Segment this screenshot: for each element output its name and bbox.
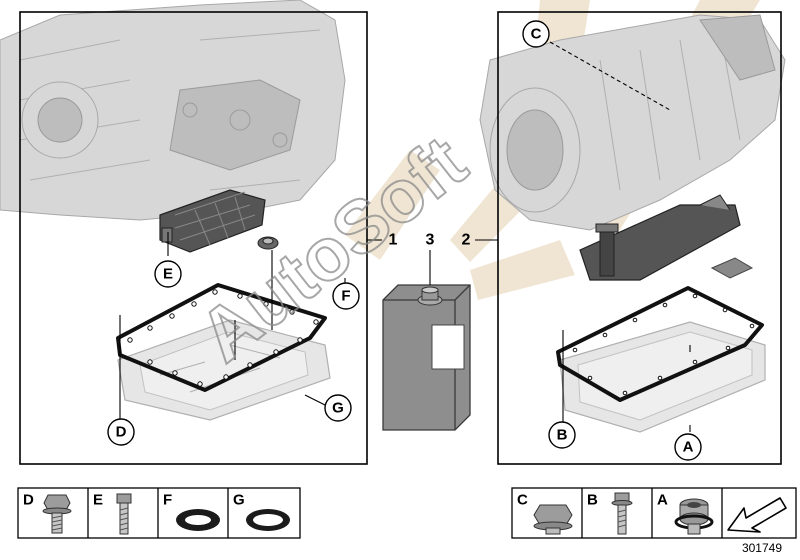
arrow-icon <box>727 497 787 533</box>
oil-can <box>382 284 471 431</box>
callout-f: F <box>332 282 360 310</box>
seal-ring-left <box>257 236 279 250</box>
callout-c-top: C <box>522 20 550 48</box>
bolt-icon <box>116 493 132 535</box>
part-number-2: 2 <box>462 232 471 249</box>
seal-ring-icon <box>246 509 290 531</box>
oil-pan-left <box>117 319 331 421</box>
plug-icon <box>674 498 714 535</box>
legend-letter-b: B <box>587 492 598 509</box>
transmission-right-illustration <box>479 14 786 231</box>
svg-text:A: A <box>683 439 694 456</box>
svg-text:C: C <box>531 26 542 43</box>
seal-pad-right <box>710 257 754 279</box>
legend-letter-e: E <box>93 492 103 509</box>
gasket-right <box>556 286 764 402</box>
left-kit-frame <box>19 11 368 465</box>
transmission-left-illustration <box>0 0 346 221</box>
callout-g: G <box>324 394 352 422</box>
bolt-icon <box>611 492 633 535</box>
legend-right: C B A <box>511 487 797 539</box>
legend-left: D E F G <box>17 487 301 539</box>
oil-filter-left <box>159 189 266 253</box>
callout-d: D <box>107 418 135 446</box>
oil-filter-right <box>579 194 741 281</box>
right-kit-frame <box>497 11 782 465</box>
part-number-1: 1 <box>389 232 398 249</box>
svg-text:E: E <box>163 266 173 283</box>
svg-text:D: D <box>116 424 127 441</box>
bolt-icon <box>42 494 72 534</box>
plug-icon <box>533 504 573 535</box>
legend-letter-a: A <box>657 492 668 509</box>
legend-letter-c: C <box>517 492 528 509</box>
callout-b: B <box>548 421 576 449</box>
legend-letter-f: F <box>163 492 172 509</box>
seal-ring-icon <box>176 509 220 531</box>
legend-letter-d: D <box>23 492 34 509</box>
svg-text:F: F <box>341 288 350 305</box>
part-number-3: 3 <box>426 232 435 249</box>
callout-a: A <box>674 433 702 461</box>
legend-letter-g: G <box>233 492 245 509</box>
svg-text:G: G <box>332 400 344 417</box>
svg-text:B: B <box>557 427 568 444</box>
callout-e: E <box>154 260 182 288</box>
diagram-reference-number: 301749 <box>742 541 782 555</box>
